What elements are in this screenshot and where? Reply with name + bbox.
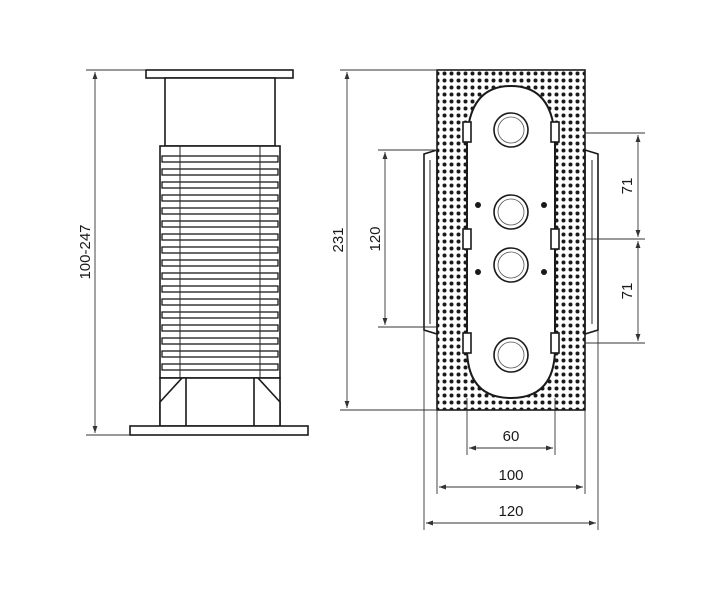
pedestal-rib	[161, 350, 279, 358]
label-spacing-upper: 71	[619, 178, 636, 195]
pedestal-rib	[161, 220, 279, 228]
pedestal-rib	[161, 272, 279, 280]
dimension-width-100: 100	[436, 410, 586, 494]
pedestal-rib	[161, 324, 279, 332]
pedestal-rib	[161, 168, 279, 176]
pedestal-ribs	[161, 155, 279, 371]
label-height-range: 100-247	[77, 224, 94, 279]
pedestal-side-view	[129, 69, 309, 436]
pedestal-rib	[161, 285, 279, 293]
dimension-width-120: 120	[423, 330, 599, 530]
pedestal-rib	[161, 259, 279, 267]
dimension-total-height: 231	[330, 69, 437, 411]
pedestal-rib	[161, 337, 279, 345]
pedestal-rib	[161, 246, 279, 254]
mounting-box-front-view	[423, 69, 599, 411]
label-width-100: 100	[498, 467, 523, 484]
pedestal-rib	[161, 298, 279, 306]
pedestal-rib	[161, 311, 279, 319]
pedestal-rib	[161, 363, 279, 371]
pedestal-rib	[161, 194, 279, 202]
dimension-spacing: 71 71	[585, 132, 645, 344]
dimension-box-height: 120	[367, 149, 437, 328]
label-total-height: 231	[330, 227, 347, 252]
label-width-60: 60	[503, 428, 520, 445]
label-spacing-lower: 71	[619, 283, 636, 300]
pedestal-rib	[161, 233, 279, 241]
pedestal-rib	[161, 155, 279, 163]
pedestal-rib	[161, 181, 279, 189]
pedestal-rib	[161, 207, 279, 215]
label-box-height: 120	[367, 226, 384, 251]
label-width-120: 120	[498, 503, 523, 520]
dimension-height-range: 100-247	[77, 69, 146, 436]
dimension-width-60: 60	[466, 398, 556, 455]
